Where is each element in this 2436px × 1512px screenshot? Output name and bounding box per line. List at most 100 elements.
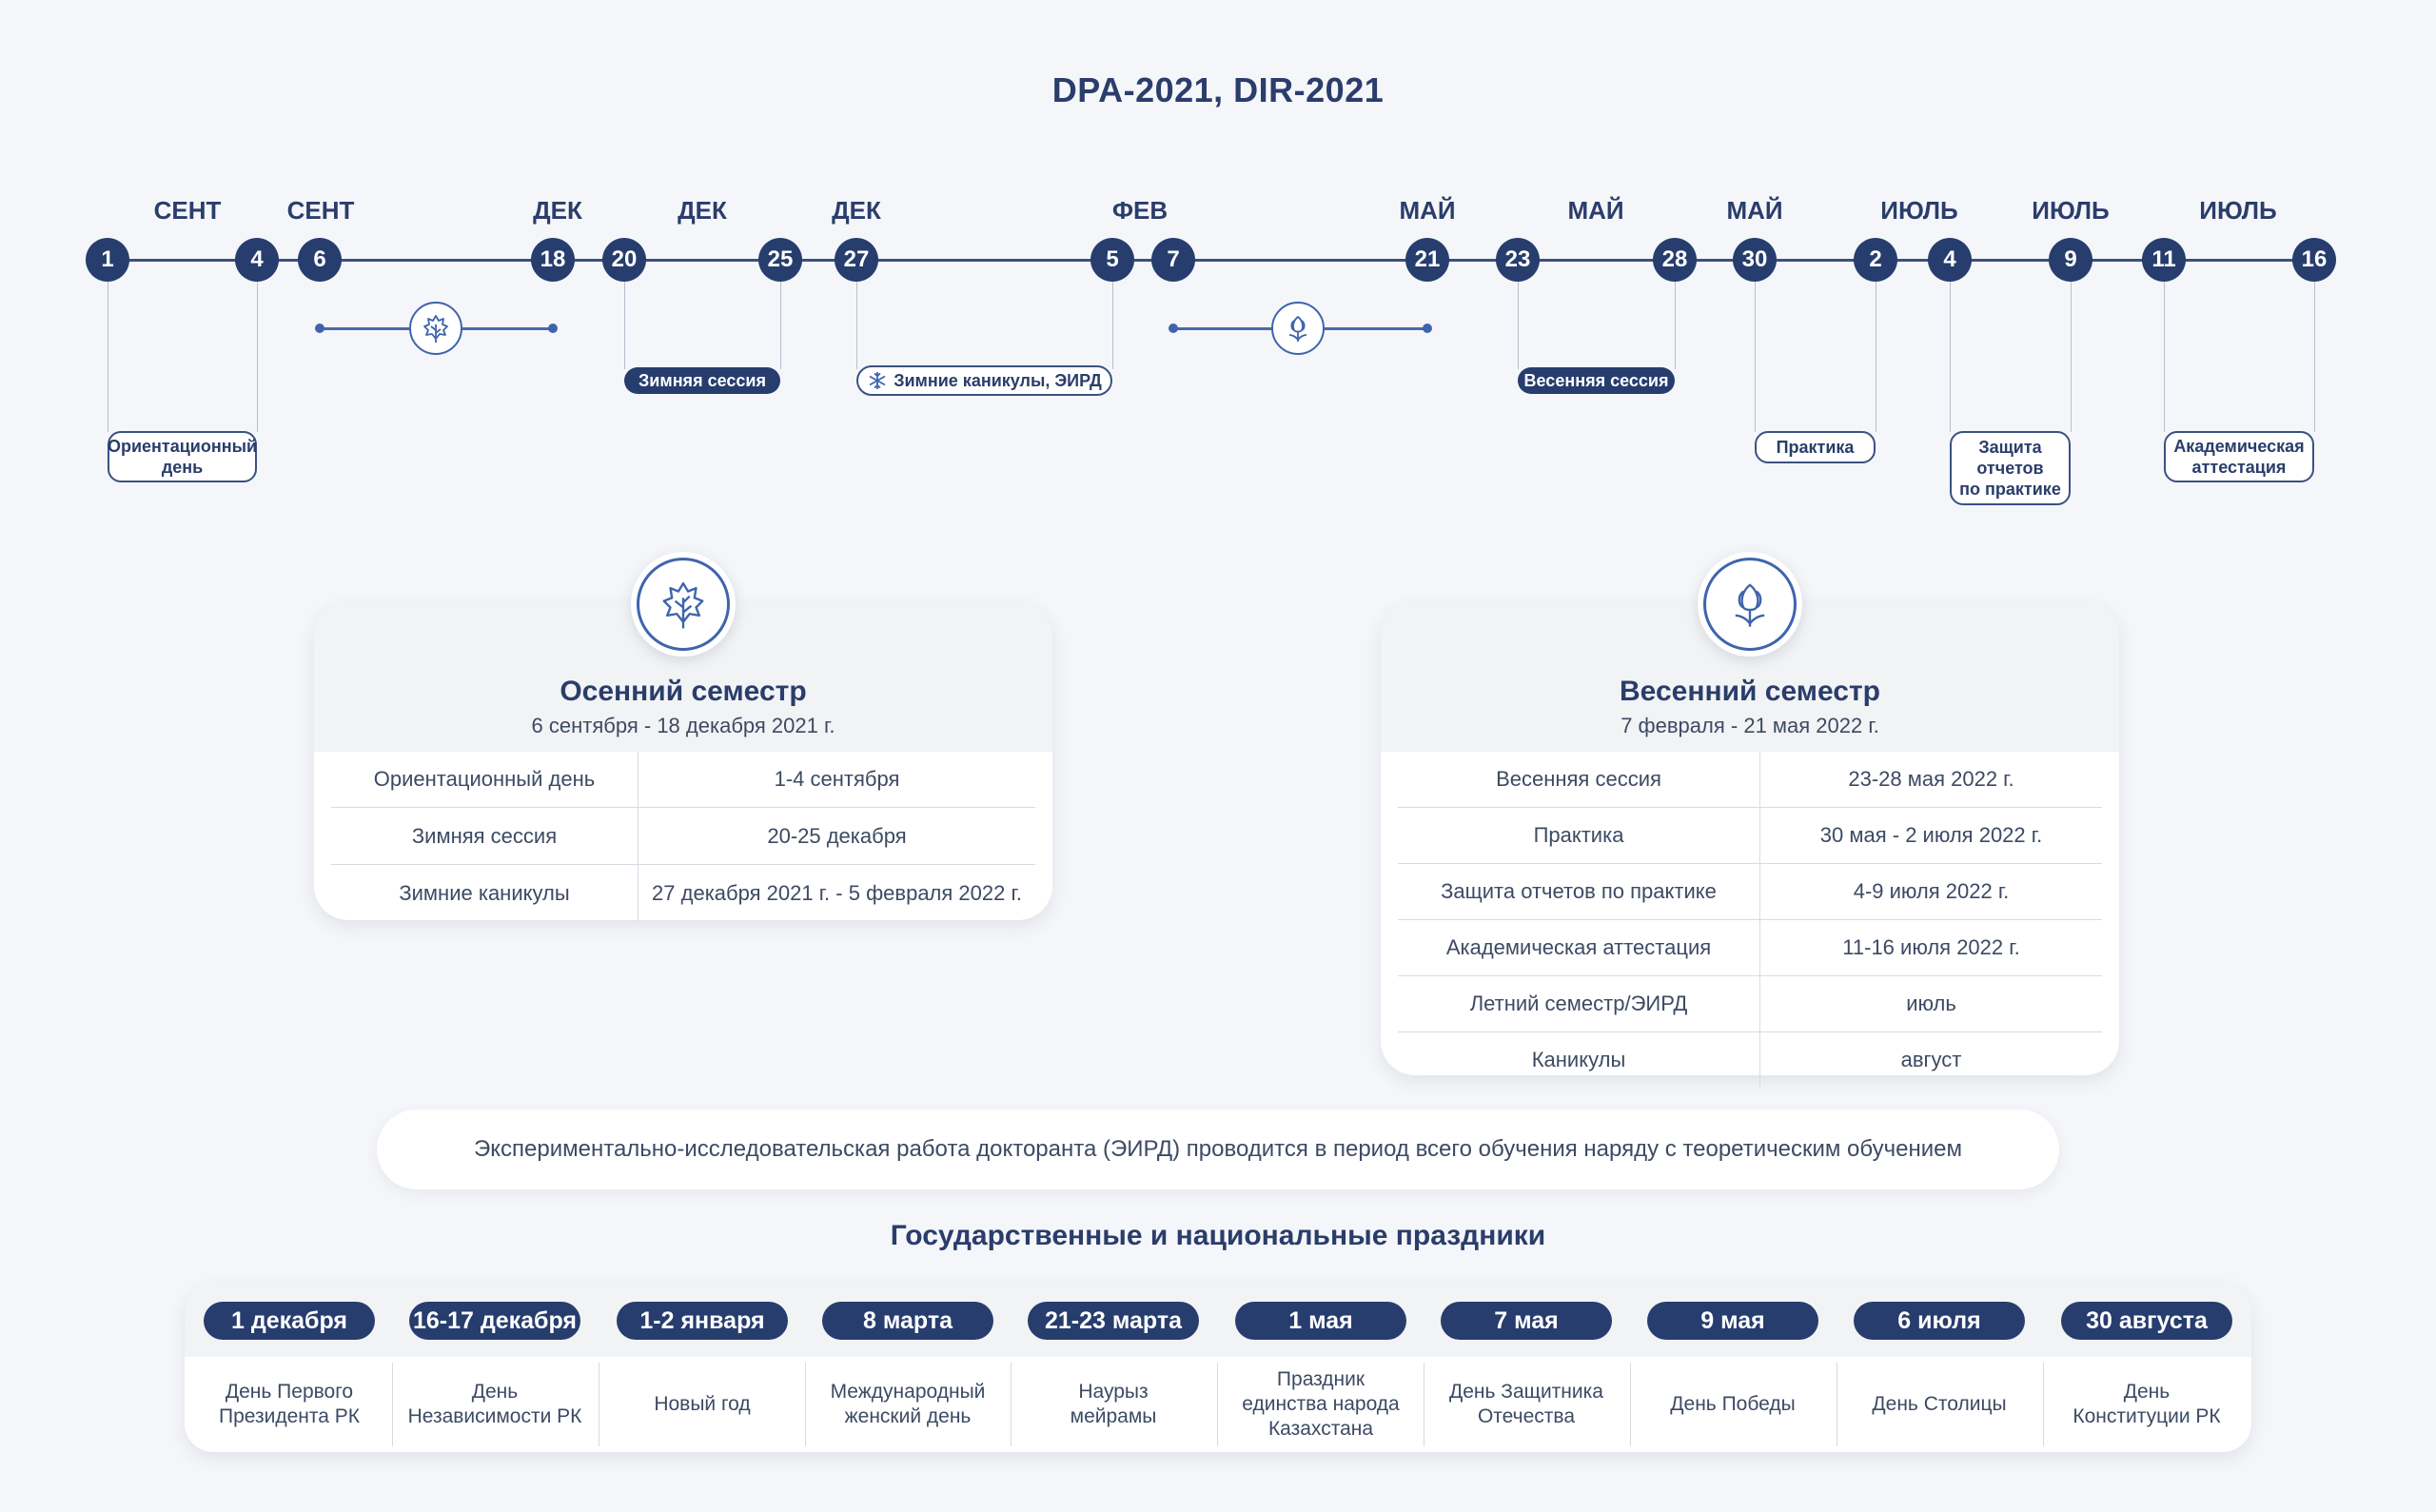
timeline-day-node: 4 (235, 238, 279, 282)
attestation-label: Академическая аттестация (2164, 431, 2314, 482)
winter-break-text: Зимние каникулы, ЭИРД (894, 371, 1102, 390)
holiday-divider (1217, 1363, 1218, 1446)
table-row: Практика 30 мая - 2 июля 2022 г. (1398, 807, 2102, 864)
holiday-name: Международный женский день (830, 1381, 986, 1427)
timeline-day-node: 11 (2142, 238, 2186, 282)
table-cell: 4-9 июля 2022 г. (1759, 863, 2102, 920)
table-row: Ориентационный день 1-4 сентября (331, 752, 1035, 808)
timeline-axis (107, 259, 2316, 262)
holiday-date: 7 мая (1441, 1302, 1612, 1340)
table-cell: Каникулы (1398, 1031, 1760, 1088)
table-row: Защита отчетов по практике 4-9 июля 2022… (1398, 863, 2102, 920)
holiday-name: День Первого Президента РК (218, 1381, 360, 1427)
table-cell: 1-4 сентября (638, 752, 1035, 808)
holiday-name: Наурыз мейрамы (1070, 1381, 1157, 1427)
guide-line (1675, 282, 1676, 369)
timeline-day-node: 9 (2049, 238, 2092, 282)
timeline-day-node: 27 (835, 238, 878, 282)
timeline-day-node: 21 (1405, 238, 1449, 282)
table-cell: Защита отчетов по практике (1398, 863, 1760, 920)
orientation-day-label: Ориентационный день (108, 431, 257, 482)
holiday-divider (1011, 1363, 1012, 1446)
timeline-day-node: 4 (1928, 238, 1972, 282)
holiday-name: Праздник единства народа Казахстана (1242, 1368, 1400, 1440)
table-cell: Весенняя сессия (1398, 752, 1760, 808)
holiday-date: 1-2 января (617, 1302, 788, 1340)
timeline-day-node: 1 (86, 238, 129, 282)
table-cell: 11-16 июля 2022 г. (1759, 919, 2102, 976)
guide-line (780, 282, 781, 369)
table-row: Летний семестр/ЭИРД июль (1398, 975, 2102, 1032)
guide-line (2314, 282, 2315, 432)
leaf-icon (409, 302, 462, 355)
table-cell: Практика (1398, 807, 1760, 864)
guide-line (1755, 282, 1756, 432)
holidays-title: Государственные и национальные праздники (890, 1220, 1546, 1251)
holiday-name: День Победы (1670, 1393, 1796, 1415)
timeline-day-node: 2 (1854, 238, 1897, 282)
timeline-day-node: 28 (1653, 238, 1697, 282)
table-cell: август (1900, 1048, 1962, 1071)
guide-line (1518, 282, 1519, 369)
spring-subtitle: 7 февраля - 21 мая 2022 г. (1621, 714, 1879, 737)
spring-title: Весенний семестр (1620, 676, 1880, 707)
holiday-divider (392, 1363, 393, 1446)
spring-session-label: Весенняя сессия (1518, 367, 1675, 394)
spring-icon-badge (1698, 552, 1802, 657)
month-label: СЕНТ (286, 196, 355, 225)
autumn-semester-card: Осенний семестр 6 сентября - 18 декабря … (314, 552, 1052, 921)
winter-session-label: Зимняя сессия (624, 367, 780, 394)
range-dot (548, 324, 558, 333)
table-row: Академическая аттестация 11-16 июля 2022… (1398, 919, 2102, 976)
table-row: Зимняя сессия 20-25 декабря (331, 807, 1035, 865)
table-cell: Летний семестр/ЭИРД (1398, 975, 1760, 1032)
table-row: Весенняя сессия 23-28 мая 2022 г. (1398, 752, 2102, 808)
page-title: DPA-2021, DIR-2021 (1051, 70, 1385, 109)
autumn-title: Осенний семестр (560, 676, 807, 707)
range-dot (315, 324, 324, 333)
holiday-name: Новый год (654, 1393, 751, 1415)
table-row: Зимние каникулы 27 декабря 2021 г. - 5 ф… (331, 864, 1035, 921)
table-cell: Зимние каникулы (331, 864, 638, 921)
timeline-day-node: 7 (1151, 238, 1195, 282)
timeline-day-node: 18 (531, 238, 575, 282)
autumn-subtitle: 6 сентября - 18 декабря 2021 г. (531, 714, 835, 737)
timeline-day-node: 23 (1496, 238, 1540, 282)
month-label: ИЮЛЬ (2199, 196, 2277, 225)
table-row: Каникулы август (1398, 1031, 2102, 1088)
guide-line (624, 282, 625, 369)
snowflake-icon (869, 372, 886, 389)
spring-table: Весенняя сессия 23-28 мая 2022 г. Практи… (1398, 752, 2102, 1088)
tulip-icon (1703, 558, 1797, 651)
eird-note: Экспериментально-исследовательская работ… (377, 1109, 2059, 1189)
month-label: МАЙ (1567, 196, 1624, 225)
month-label: ДЕК (533, 196, 582, 225)
holiday-date: 9 мая (1647, 1302, 1818, 1340)
holiday-name: День Независимости РК (407, 1381, 582, 1427)
holiday-date: 8 марта (822, 1302, 993, 1340)
timeline-day-node: 6 (298, 238, 342, 282)
table-cell: Зимняя сессия (331, 807, 638, 865)
holiday-date: 1 мая (1235, 1302, 1406, 1340)
range-dot (1423, 324, 1432, 333)
winter-break-label: Зимние каникулы, ЭИРД (856, 365, 1112, 396)
holiday-date: 21-23 марта (1028, 1302, 1199, 1340)
timeline-day-node: 20 (602, 238, 646, 282)
guide-line (2071, 282, 2072, 432)
timeline-day-node: 16 (2292, 238, 2336, 282)
month-label: МАЙ (1399, 196, 1456, 225)
holidays-panel: 1 декабря 16-17 декабря 1-2 января 8 мар… (185, 1285, 2251, 1452)
guide-line (856, 282, 857, 369)
spring-semester-card: Весенний семестр 7 февраля - 21 мая 2022… (1381, 552, 2119, 1088)
timeline-day-node: 30 (1733, 238, 1777, 282)
table-cell: 23-28 мая 2022 г. (1759, 752, 2102, 808)
table-cell: 30 мая - 2 июля 2022 г. (1759, 807, 2102, 864)
guide-line (257, 282, 258, 432)
month-label: ДЕК (832, 196, 881, 225)
month-label: МАЙ (1726, 196, 1783, 225)
defense-label: Защита отчетов по практике (1950, 431, 2071, 505)
holiday-date: 6 июля (1854, 1302, 2025, 1340)
range-dot (1169, 324, 1178, 333)
table-cell: июль (1759, 975, 2102, 1032)
table-cell: 27 декабря 2021 г. - 5 февраля 2022 г. (652, 880, 1022, 905)
